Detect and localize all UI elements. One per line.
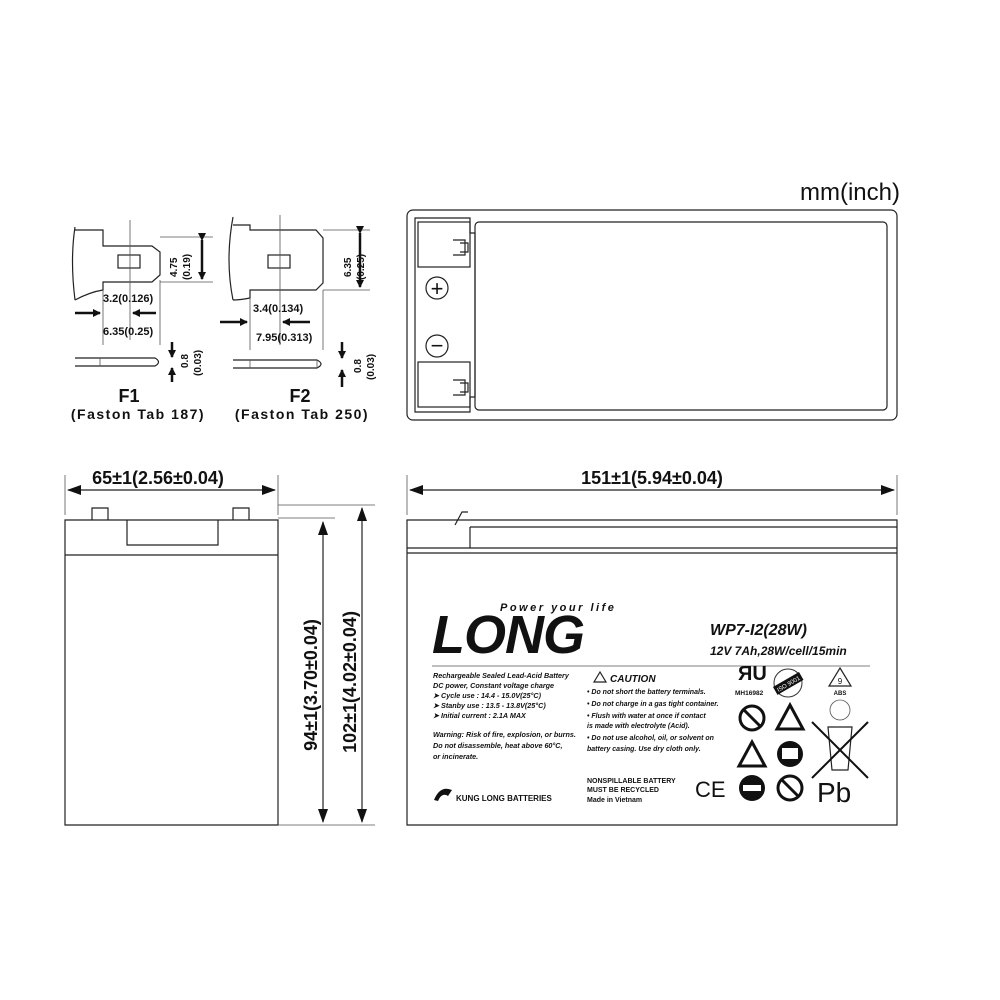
ul-code: MH16982 — [735, 690, 764, 697]
abs-number: 9 — [838, 677, 843, 686]
f1-inner-width: 3.2(0.126) — [103, 293, 153, 305]
f2-label: F2 — [289, 386, 310, 406]
battery-side-view: 65±1(2.56±0.04) 94±1(3.70±0.04) 102±1(4.… — [64, 468, 375, 826]
recycle-line: MUST BE RECYCLED — [587, 787, 659, 794]
explosion-warning-icon — [774, 701, 806, 731]
corrosive-warning-icon — [736, 738, 768, 768]
spec-line: ➤ Stanby use : 13.5 - 13.8V(25°C) — [433, 701, 546, 710]
pb-mark: Pb — [817, 777, 851, 808]
spec-line: DC power, Constant voltage charge — [433, 681, 554, 690]
kung-long-logo-icon — [434, 788, 452, 801]
units-label: mm(inch) — [800, 179, 900, 206]
f1-thickness: 0.8 — [180, 354, 191, 368]
brand-tagline: Power your life — [500, 602, 616, 614]
caution-line: battery casing. Use dry cloth only. — [587, 746, 701, 753]
f1-height-in: (0.19) — [182, 254, 193, 280]
f1-height: 4.75 — [169, 257, 180, 277]
keep-away-children-icon — [776, 774, 804, 802]
recycle-block: NONSPILLABLE BATTERY MUST BE RECYCLED Ma… — [587, 778, 676, 804]
battery-label: Power your life LONG WP7-I2(28W) 12V 7Ah… — [432, 602, 870, 808]
f1-subtitle: (Faston Tab 187) — [71, 406, 205, 422]
caution-line: • Flush with water at once if contact — [587, 713, 706, 720]
f2-width: 7.95(0.313) — [256, 332, 313, 344]
model-number: WP7-I2(28W) — [710, 622, 807, 639]
recycle-line: Made in Vietnam — [587, 797, 642, 804]
f2-thickness: 0.8 — [353, 359, 364, 373]
caution-line: is made with electrolyte (Acid). — [587, 723, 690, 730]
ul-mark-icon: ЯU — [738, 663, 767, 685]
caution-icon — [592, 670, 608, 683]
recycle-icon — [829, 699, 851, 721]
warning-line: Do not disassemble, heat above 60°C, — [433, 741, 563, 750]
eye-protection-icon — [739, 775, 765, 801]
model-rating: 12V 7Ah,28W/cell/15min — [710, 644, 847, 658]
caution-line: • Do not short the battery terminals. — [587, 689, 706, 696]
positive-terminal-mark: + — [431, 276, 444, 301]
warning-line: Warning: Risk of fire, explosion, or bur… — [433, 730, 576, 739]
width-dimension: 65±1(2.56±0.04) — [92, 468, 224, 488]
f2-inner-width: 3.4(0.134) — [253, 303, 303, 315]
spec-block: Rechargeable Sealed Lead-Acid Battery DC… — [433, 671, 576, 761]
brand-logo: LONG — [432, 605, 584, 665]
read-manual-icon — [777, 741, 803, 767]
abs-label: ABS — [834, 691, 847, 697]
caution-line: • Do not use alcohol, oil, or solvent on — [587, 735, 714, 742]
recycle-bin-crossed-icon — [811, 721, 869, 779]
iso-9001-icon: ISO 9001 — [773, 668, 804, 698]
spec-line: ➤ Initial current : 2.1A MAX — [433, 711, 527, 720]
height-dimension: 94±1(3.70±0.04) — [301, 619, 321, 751]
spec-line: Rechargeable Sealed Lead-Acid Battery — [433, 671, 570, 680]
terminal-f1-drawing: 3.2(0.126) 6.35(0.25) 4.75 (0.19) 0.8 (0… — [71, 220, 213, 422]
f2-subtitle: (Faston Tab 250) — [235, 406, 369, 422]
negative-terminal-mark: − — [431, 333, 444, 358]
maker-name: KUNG LONG BATTERIES — [456, 794, 553, 803]
spec-line: ➤ Cycle use : 14.4 - 15.0V(25°C) — [433, 691, 542, 700]
caution-line: • Do not charge in a gas tight container… — [587, 701, 719, 708]
recycle-line: NONSPILLABLE BATTERY — [587, 778, 676, 785]
f1-thickness-in: (0.03) — [193, 350, 204, 376]
total-height-dimension: 102±1(4.02±0.04) — [340, 611, 360, 753]
caution-block: • Do not short the battery terminals. • … — [587, 689, 719, 753]
f1-width: 6.35(0.25) — [103, 326, 153, 338]
warning-line: or incinerate. — [433, 752, 478, 761]
terminal-f2-drawing: 3.4(0.134) 7.95(0.313) 6.35 (0.25) 0.8 (… — [220, 215, 377, 422]
caution-title: CAUTION — [610, 674, 656, 685]
ce-mark: CE — [695, 777, 726, 802]
f2-height-in: (0.25) — [356, 254, 367, 280]
f2-height: 6.35 — [343, 257, 354, 277]
length-dimension: 151±1(5.94±0.04) — [581, 468, 723, 488]
battery-front-view: 151±1(5.94±0.04) — [406, 468, 898, 826]
f1-label: F1 — [118, 386, 139, 406]
no-fire-icon — [738, 704, 766, 732]
f2-thickness-in: (0.03) — [366, 354, 377, 380]
battery-top-view: + − — [406, 209, 898, 421]
